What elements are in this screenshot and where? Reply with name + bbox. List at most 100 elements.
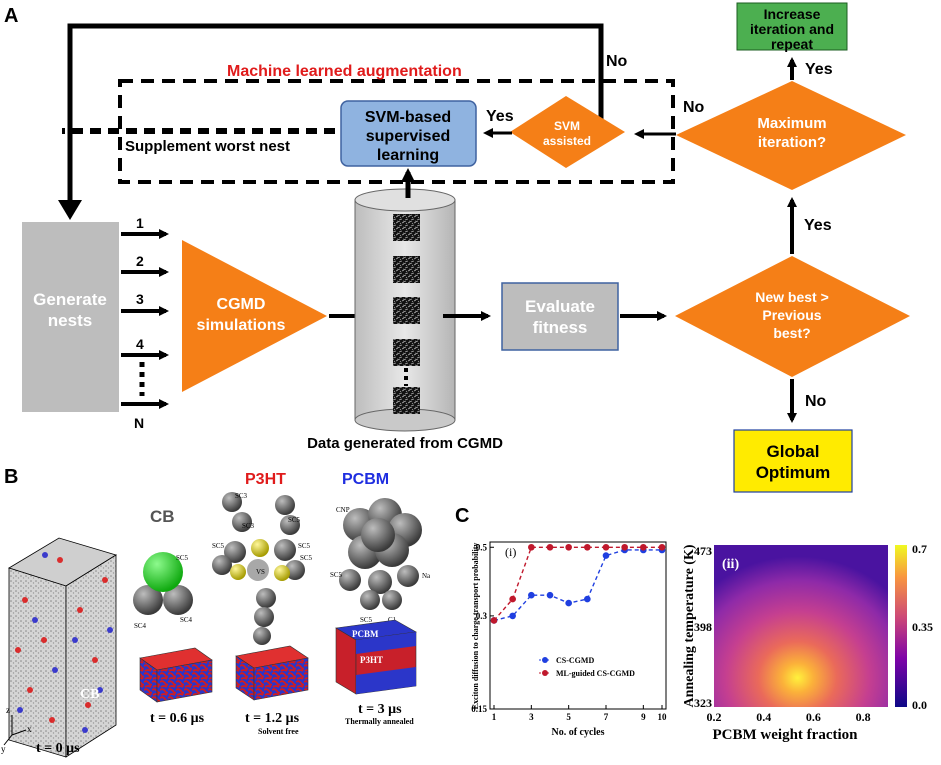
line-chart-ylabel: Exciton diffusion to charge transport pr… — [471, 543, 480, 710]
supplement-label: Supplement worst nest — [125, 138, 290, 155]
max-iteration-line2: iteration? — [758, 134, 826, 151]
heatmap-subtitle: (ii) — [722, 557, 739, 572]
legend-ml: ML-guided CS-CGMD — [556, 669, 635, 678]
heat-y-tick-0: 323 — [694, 696, 712, 710]
cube-label-p3ht: P3HT — [360, 655, 383, 665]
svm-learning-line3: learning — [377, 147, 439, 164]
line-chart: (i) Exciton diffusion to charge transpor… — [471, 541, 668, 738]
evaluate-line2: fitness — [533, 318, 588, 337]
y-tick-label-2: 0.5 — [476, 542, 488, 552]
svm-learning-line2: supervised — [366, 128, 450, 145]
pcbm-molecule — [339, 498, 422, 610]
pcbm-atom-sc5a: SC5 — [330, 571, 343, 579]
cb-atom-sc5: SC5 — [176, 554, 189, 562]
p3ht-atom-sc5c: SC5 — [212, 542, 225, 550]
series-1-point-5 — [584, 543, 591, 551]
series-0-point-6 — [602, 552, 610, 559]
svm-assisted-diamond — [510, 96, 625, 168]
data-snapshot-1 — [393, 214, 420, 241]
line-legend: CS-CGMD ML-guided CS-CGMD — [539, 656, 635, 678]
heat-x-tick-0: 0.2 — [707, 710, 722, 724]
pcbm-atom-c1: C1 — [388, 616, 397, 624]
panel-a-label: A — [4, 5, 18, 27]
series-1-point-8 — [640, 543, 647, 551]
series-1-point-6 — [602, 543, 610, 551]
x-tick-label-4: 9 — [641, 712, 646, 722]
heatmap-ylabel: Annealing temperature (K) — [682, 544, 697, 707]
series-1-point-2 — [528, 543, 535, 551]
x-tick-label-2: 5 — [566, 712, 571, 722]
data-cylinder — [354, 188, 456, 432]
cb-title: CB — [150, 507, 175, 526]
time-12: t = 1.2 μs — [245, 711, 300, 726]
heat-x-tick-3: 0.8 — [856, 710, 871, 724]
evaluate-line1: Evaluate — [525, 297, 595, 316]
time-3: t = 3 μs — [358, 702, 402, 717]
axis-z: z — [6, 705, 10, 715]
colorbar-tick-0: 0.7 — [912, 542, 927, 556]
nest-label-n: N — [134, 415, 144, 431]
x-tick-label-5: 10 — [658, 712, 668, 722]
heatmap-chart: (ii) Annealing temperature (K) PCBM weig… — [682, 542, 933, 743]
series-1-point-3 — [546, 543, 554, 551]
increase-line1: Increase — [764, 6, 821, 22]
yes-label-max: Yes — [805, 61, 833, 78]
legend-cs: CS-CGMD — [556, 656, 594, 665]
increase-line2: iteration and — [750, 21, 834, 37]
x-tick-label-0: 1 — [492, 712, 497, 722]
p3ht-atom-sc5b: SC5 — [298, 542, 311, 550]
new-best-diamond — [675, 256, 910, 377]
morph-cube-06 — [139, 647, 213, 703]
pcbm-title: PCBM — [342, 471, 389, 488]
colorbar — [895, 545, 907, 707]
time-3-sub: Thermally annealed — [345, 717, 414, 726]
heatmap-surface — [714, 545, 888, 707]
heat-y-tick-2: 473 — [694, 544, 712, 558]
generate-nests-line1: Generate — [33, 290, 107, 309]
heatmap-xlabel: PCBM weight fraction — [713, 727, 859, 743]
generate-nests-line2: nests — [48, 311, 92, 330]
panel-c-label: C — [455, 505, 469, 527]
evaluate-box — [501, 282, 619, 351]
data-snapshot-4 — [393, 339, 420, 366]
time-06: t = 0.6 μs — [150, 711, 205, 726]
pcbm-atom-sc5b: SC5 — [360, 616, 373, 624]
new-best-line1: New best > — [755, 289, 829, 305]
increase-line3: repeat — [771, 36, 813, 52]
no-label-svm: No — [606, 53, 628, 70]
y-tick-label-1: 0.3 — [476, 611, 488, 621]
yes-label-best: Yes — [804, 217, 832, 234]
increase-box — [736, 2, 848, 51]
cgmd-line2: simulations — [197, 317, 286, 334]
augmentation-title: Machine learned augmentation — [227, 63, 462, 80]
pcbm-atom-cnp: CNP — [336, 506, 350, 514]
series-1-point-7 — [621, 543, 628, 551]
feedback-no-line — [67, 23, 604, 205]
data-caption: Data generated from CGMD — [307, 435, 503, 452]
max-iteration-diamond — [676, 81, 906, 190]
series-1-point-1 — [509, 595, 516, 603]
new-best-line3: best? — [773, 325, 810, 341]
data-snapshot-3 — [393, 297, 420, 324]
pcbm-atom-na: Na — [422, 572, 431, 580]
y-tick-label-0: 0.15 — [471, 704, 487, 714]
morph-cube-12 — [235, 645, 309, 701]
global-line2: Optimum — [756, 463, 831, 482]
time-12-sub: Solvent free — [258, 727, 299, 736]
heat-y-tick-1: 398 — [694, 620, 712, 634]
new-best-line2: Previous — [762, 307, 821, 323]
legend-marker-ml — [542, 670, 548, 676]
feedback-arrowhead — [58, 200, 82, 220]
x-tick-label-3: 7 — [604, 712, 609, 722]
cube-label-pcbm: PCBM — [352, 629, 379, 639]
svm-assisted-line2: assisted — [543, 134, 591, 148]
morph-cube-3 — [335, 619, 417, 695]
max-iteration-line1: Maximum — [757, 115, 826, 132]
initial-box-cb-label: CB — [80, 687, 99, 702]
axis-x: x — [27, 724, 32, 734]
augmentation-box — [118, 79, 675, 184]
yes-label-svm: Yes — [486, 108, 514, 125]
p3ht-atom-sc5d: SC5 — [300, 554, 313, 562]
p3ht-atom-sc3b: SC3 — [242, 522, 255, 530]
